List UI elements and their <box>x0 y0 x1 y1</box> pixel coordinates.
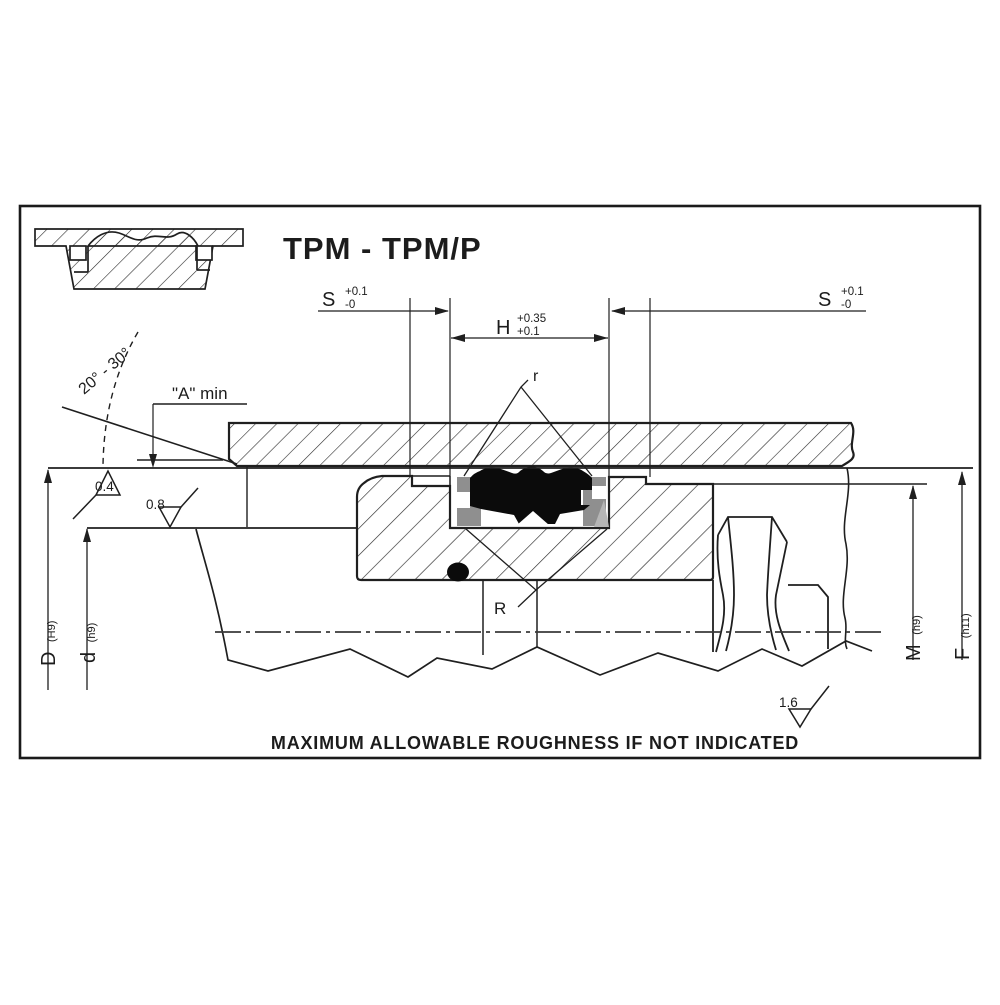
svg-text:M (h9): M (h9) <box>903 615 925 661</box>
radius-top-label: r <box>533 368 539 385</box>
dim-a-min: "A" min <box>149 384 247 468</box>
dim-s-left-letter: S <box>322 289 335 311</box>
page-title: TPM - TPM/P <box>283 231 482 266</box>
seal-assembly <box>457 466 609 527</box>
dim-bore-letter: D <box>38 652 60 666</box>
radius-bottom-leader <box>465 528 608 608</box>
drawing-border <box>18 204 982 760</box>
roughness-bore <box>72 469 122 520</box>
rod-nut <box>715 516 829 653</box>
chamfer-angle-label: 20° - 30° <box>76 345 135 398</box>
dim-rod-d: d (h9) <box>78 528 100 690</box>
dim-s-left: S +0.1 -0 <box>318 286 449 315</box>
structure-lines <box>48 406 973 655</box>
dim-rod-letter: d <box>78 652 100 663</box>
footer-note: MAXIMUM ALLOWABLE ROUGHNESS IF NOT INDIC… <box>271 733 799 753</box>
cylinder-wall <box>227 421 855 468</box>
dim-s-right-letter: S <box>818 289 831 311</box>
dim-rod-fit: (h9) <box>86 623 98 643</box>
break-line-bottom <box>195 528 873 678</box>
svg-text:D (H9): D (H9) <box>38 621 60 666</box>
dim-h-lower: +0.1 <box>517 326 540 338</box>
roughness-bore-value: 0.4 <box>95 479 114 494</box>
seal-cross-section-icon <box>34 228 244 290</box>
dim-h-letter: H <box>496 317 510 339</box>
dim-s-right-lower: -0 <box>841 299 851 311</box>
dim-s-right-upper: +0.1 <box>841 286 864 298</box>
dim-f-fit: (h11) <box>960 613 972 638</box>
chamfer-angle-arc <box>102 331 139 467</box>
dim-m-letter: M <box>903 644 925 661</box>
svg-text:d (h9): d (h9) <box>78 623 100 663</box>
roughness-rod <box>157 487 199 529</box>
backup-ring-corner <box>594 500 609 527</box>
extension-lines <box>409 298 651 486</box>
dim-h-upper: +0.35 <box>517 313 546 325</box>
seal-element <box>470 466 592 524</box>
roughness-general-value: 1.6 <box>779 695 798 710</box>
dim-s-left-upper: +0.1 <box>345 286 368 298</box>
dim-f-letter: F <box>952 648 974 660</box>
dim-bore-D: D (H9) <box>38 469 60 690</box>
roughness-rod-value: 0.8 <box>146 497 165 512</box>
dim-h: H +0.35 +0.1 <box>451 313 608 342</box>
dim-bore-fit: (H9) <box>46 621 58 642</box>
radius-bottom-label: R <box>494 599 506 618</box>
svg-text:F (h11): F (h11) <box>952 613 974 660</box>
o-ring <box>447 562 469 582</box>
dim-s-right: S +0.1 -0 <box>611 286 866 315</box>
break-edge-right <box>842 467 850 650</box>
roughness-general <box>787 685 830 729</box>
dim-a-min-label: "A" min <box>172 384 228 403</box>
radius-top-leader <box>463 379 593 477</box>
dim-s-left-lower: -0 <box>345 299 355 311</box>
dim-m: M (h9) <box>903 485 925 661</box>
dim-f: F (h11) <box>952 471 974 660</box>
dim-m-fit: (h9) <box>911 615 923 635</box>
